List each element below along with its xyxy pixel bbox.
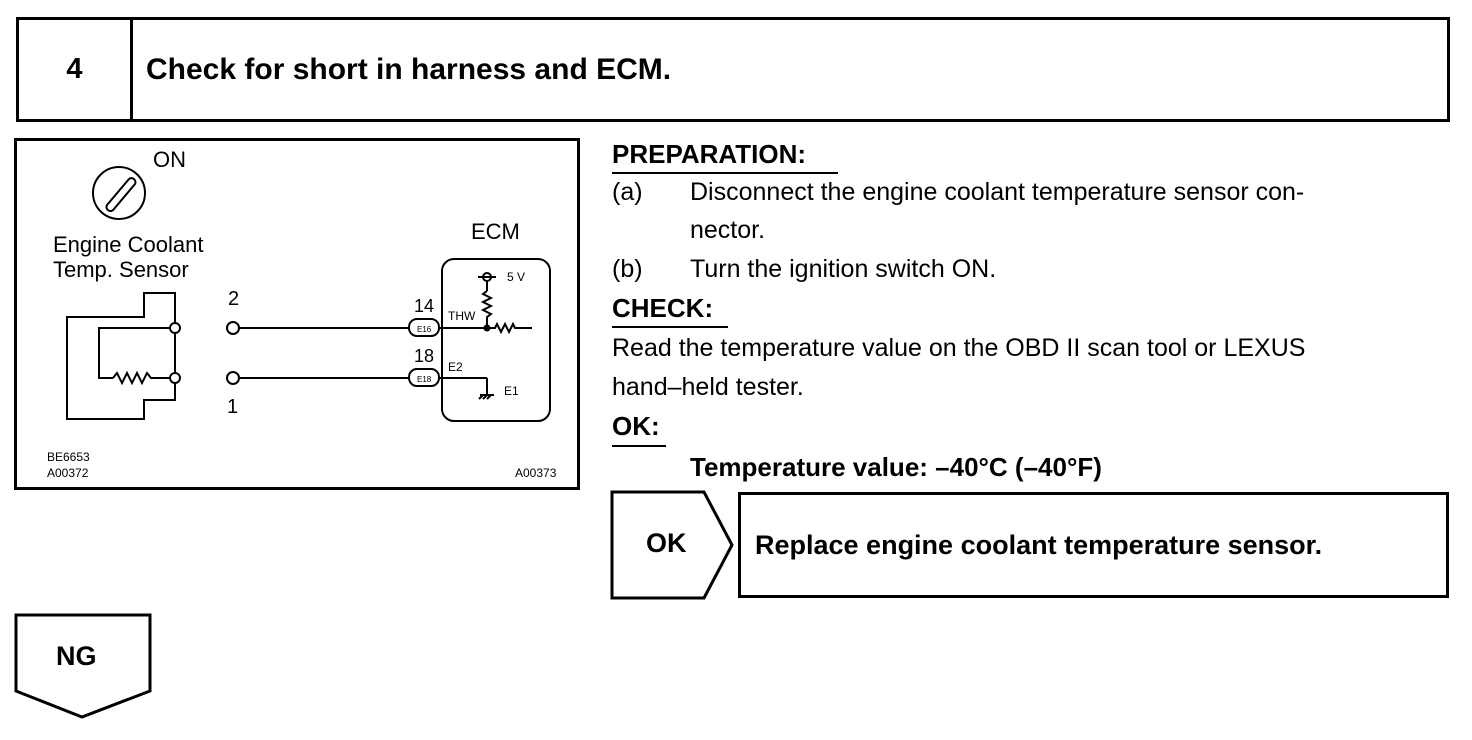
step-title: Check for short in harness and ECM.	[146, 52, 672, 86]
step-a-marker: (a)	[612, 178, 643, 206]
ignition-on-label: ON	[153, 147, 186, 172]
pin-2-label: 2	[228, 288, 239, 310]
voltage-label: 5 V	[507, 270, 525, 284]
figure-id-3: A00373	[515, 466, 557, 480]
e1-label: E1	[504, 384, 519, 398]
e2-label: E2	[448, 360, 463, 374]
pin-1-label: 1	[227, 396, 238, 418]
harness-pin-2	[226, 321, 240, 335]
check-heading: CHECK:	[612, 293, 714, 323]
connector-e18-label: E18	[417, 375, 432, 384]
wiring-diagram-drawing: ON Engine Coolant Temp. Sensor ECM 2 1 1…	[47, 147, 557, 480]
connector-e16-label: E16	[417, 325, 432, 334]
check-text-line1: Read the temperature value on the OBD II…	[612, 334, 1306, 362]
step-number: 4	[19, 20, 133, 119]
preparation-underline	[612, 172, 838, 174]
ecm-box	[441, 258, 551, 422]
ok-result-label: OK	[646, 528, 687, 558]
step-a-text-line2: nector.	[690, 216, 766, 244]
step-a-text-line1: Disconnect the engine coolant temperatur…	[690, 178, 1305, 206]
ng-result-label: NG	[56, 641, 97, 671]
check-text-line2: hand–held tester.	[612, 373, 804, 401]
ok-action-box: Replace engine coolant temperature senso…	[738, 492, 1449, 598]
ng-arrow-shape	[14, 613, 152, 719]
preparation-heading: PREPARATION:	[612, 139, 807, 169]
step-header: 4 Check for short in harness and ECM.	[16, 17, 1450, 122]
ok-underline	[612, 445, 666, 447]
sensor-resistor-symbol	[112, 370, 175, 386]
step-b-marker: (b)	[612, 255, 643, 283]
figure-id-2: A00372	[47, 466, 89, 480]
figure-id-1: BE6653	[47, 450, 90, 464]
ok-heading: OK:	[612, 411, 660, 441]
ok-specification: Temperature value: –40°C (–40°F)	[690, 452, 1102, 482]
thw-label: THW	[448, 309, 476, 323]
sensor-housing	[66, 292, 176, 420]
ecm-label: ECM	[471, 219, 520, 244]
sensor-label-line1: Engine Coolant	[53, 232, 203, 257]
check-underline	[612, 326, 728, 328]
pin-18-label: 18	[414, 346, 434, 366]
sensor-label-line2: Temp. Sensor	[53, 257, 189, 282]
step-b-text: Turn the ignition switch ON.	[690, 255, 997, 283]
ignition-switch-icon	[92, 166, 146, 220]
wiring-diagram: ON Engine Coolant Temp. Sensor ECM 2 1 1…	[14, 138, 580, 490]
ok-arrow-shape	[610, 490, 734, 600]
ok-action-text: Replace engine coolant temperature senso…	[755, 529, 1323, 560]
harness-pin-1	[226, 371, 240, 385]
pin-14-label: 14	[414, 296, 434, 316]
